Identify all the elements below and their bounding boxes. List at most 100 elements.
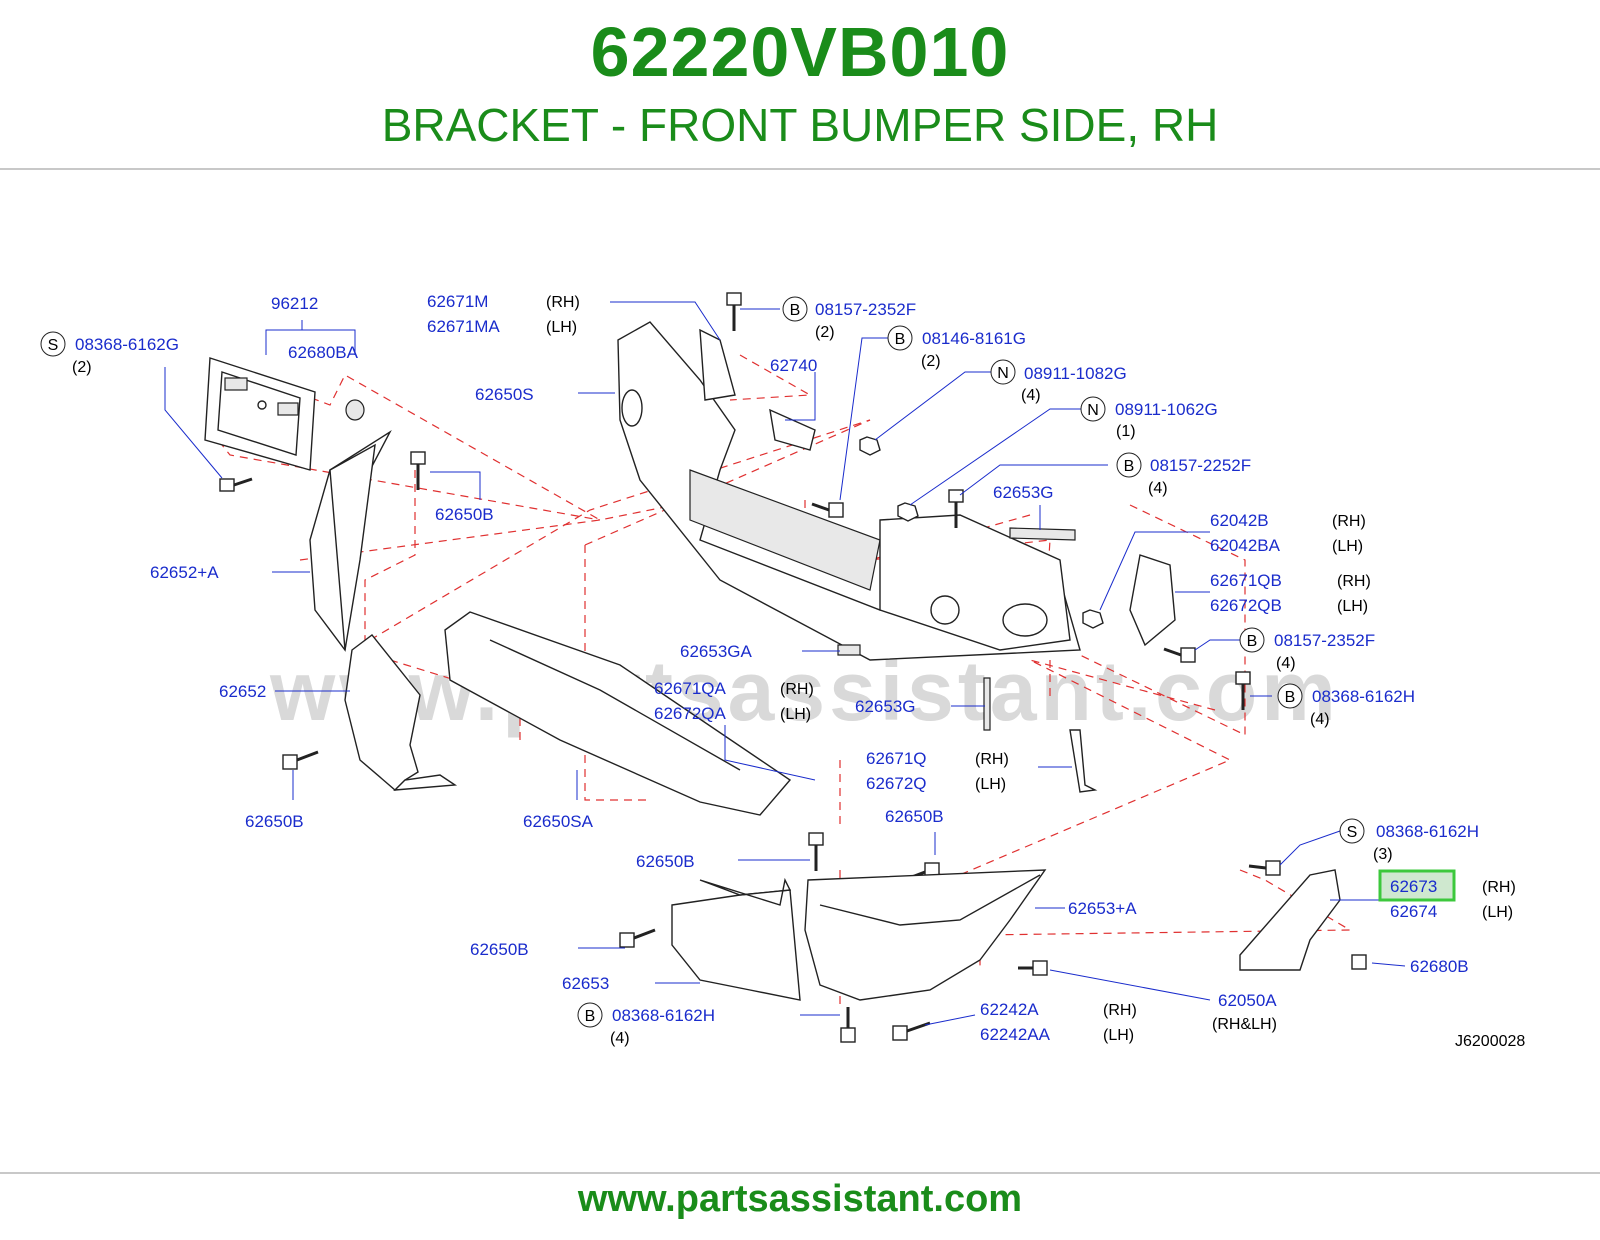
- side-note: (LH): [1332, 538, 1363, 555]
- qty-note: (4): [1148, 480, 1168, 497]
- part-label-62653[interactable]: 62653: [562, 974, 609, 993]
- bumper-armature-part: [617, 321, 1081, 661]
- symbol-n: N: [1087, 402, 1099, 419]
- side-note: (LH): [1482, 904, 1513, 921]
- page-title: 62220VB010: [590, 13, 1010, 91]
- bumper-side-lower-left-part: [344, 634, 458, 791]
- bumper-fascia-side-part: [804, 869, 1047, 1001]
- small-strips: [837, 527, 1098, 793]
- part-label-62042BA[interactable]: 62042BA: [1210, 536, 1281, 555]
- part-label-62650B[interactable]: 62650B: [435, 505, 494, 524]
- part-label-62672QA[interactable]: 62672QA: [654, 704, 726, 723]
- part-label-08146-8161G[interactable]: 08146-8161G: [922, 329, 1026, 348]
- part-label-62650B[interactable]: 62650B: [636, 852, 695, 871]
- bumper-reinforcement-part: [444, 611, 792, 816]
- part-label-08368-6162H[interactable]: 08368-6162H: [1376, 822, 1479, 841]
- part-label-62672Q[interactable]: 62672Q: [866, 774, 927, 793]
- symbol-n: N: [997, 365, 1009, 382]
- part-label-62680B[interactable]: 62680B: [1410, 957, 1469, 976]
- part-label-62671QA[interactable]: 62671QA: [654, 679, 726, 698]
- symbol-b: B: [790, 302, 801, 319]
- part-label-62650S[interactable]: 62650S: [475, 385, 534, 404]
- part-label-62050A[interactable]: 62050A: [1218, 991, 1277, 1010]
- highlight-box-62673: [1378, 869, 1456, 902]
- license-plate-bracket-part: [204, 357, 365, 471]
- qty-note: (4): [610, 1030, 630, 1047]
- part-label-62242A[interactable]: 62242A: [980, 1000, 1039, 1019]
- side-note: (RH): [975, 751, 1009, 768]
- part-label-62652A[interactable]: 62652+A: [150, 563, 219, 582]
- part-label-08157-2352F[interactable]: 08157-2352F: [1274, 631, 1375, 650]
- side-note: (RH): [1103, 1002, 1137, 1019]
- symbol-b: B: [1247, 633, 1258, 650]
- qty-note: (2): [921, 353, 941, 370]
- diagram-code: J6200028: [1455, 1033, 1525, 1050]
- clip-62680B: [1351, 954, 1367, 970]
- part-label-62652[interactable]: 62652: [219, 682, 266, 701]
- bumper-stay-right-part: [1129, 554, 1176, 647]
- part-label-08368-6162G[interactable]: 08368-6162G: [75, 335, 179, 354]
- side-note: (RH): [1482, 879, 1516, 896]
- part-label-62671QB[interactable]: 62671QB: [1210, 571, 1282, 590]
- part-label-62672QB[interactable]: 62672QB: [1210, 596, 1282, 615]
- side-note: (RH): [1337, 573, 1371, 590]
- part-label-62653G[interactable]: 62653G: [855, 697, 916, 716]
- side-note: (LH): [780, 706, 811, 723]
- part-label-62671Q[interactable]: 62671Q: [866, 749, 927, 768]
- part-label-08368-6162H[interactable]: 08368-6162H: [612, 1006, 715, 1025]
- part-label-62680BA[interactable]: 62680BA: [288, 343, 359, 362]
- part-label-62653GA[interactable]: 62653GA: [680, 642, 752, 661]
- qty-note: (4): [1021, 387, 1041, 404]
- nut-62042B: [1082, 609, 1104, 629]
- side-note: (LH): [1103, 1027, 1134, 1044]
- fasteners: [219, 292, 1367, 1043]
- qty-note: (3): [1373, 846, 1393, 863]
- symbol-b: B: [895, 331, 906, 348]
- qty-note: (4): [1276, 655, 1296, 672]
- part-label-62650SA[interactable]: 62650SA: [523, 812, 594, 831]
- bumper-side-lower-rh-part: [671, 877, 801, 1001]
- symbol-s: S: [48, 337, 59, 354]
- part-label-62242AA[interactable]: 62242AA: [980, 1025, 1051, 1044]
- part-label-62650B[interactable]: 62650B: [245, 812, 304, 831]
- leader-lines: [164, 301, 1406, 1026]
- watermark: www.partsassistant.com: [269, 644, 1340, 738]
- part-label-62650B[interactable]: 62650B: [885, 807, 944, 826]
- part-label-62653G[interactable]: 62653G: [993, 483, 1054, 502]
- qty-note: (1): [1116, 423, 1136, 440]
- fastener-type-symbols: S B B N N B B B S B: [40, 296, 1365, 1028]
- part-label-08157-2252F[interactable]: 08157-2252F: [1150, 456, 1251, 475]
- part-label-62650B[interactable]: 62650B: [470, 940, 529, 959]
- bracket-front-bumper-side-rh-part: [1239, 869, 1341, 971]
- qty-note: (2): [815, 324, 835, 341]
- part-label-08911-1062G[interactable]: 08911-1062G: [1115, 400, 1218, 419]
- part-label-62671MA[interactable]: 62671MA: [427, 317, 500, 336]
- side-note: (LH): [1337, 598, 1368, 615]
- qty-note: (2): [72, 359, 92, 376]
- qty-note: (4): [1310, 711, 1330, 728]
- part-label-62674[interactable]: 62674: [1390, 902, 1437, 921]
- side-note: (LH): [546, 319, 577, 336]
- bumper-side-upper-left-part: [309, 430, 392, 652]
- footer-divider: [0, 1172, 1600, 1174]
- part-label-08368-6162H[interactable]: 08368-6162H: [1312, 687, 1415, 706]
- part-label-62740[interactable]: 62740: [770, 356, 817, 375]
- part-label-62673[interactable]: 62673: [1390, 877, 1437, 896]
- grommet-62680BA: [345, 399, 365, 421]
- part-label-08157-2352F[interactable]: 08157-2352F: [815, 300, 916, 319]
- part-label-62671M[interactable]: 62671M: [427, 292, 488, 311]
- footer-url[interactable]: www.partsassistant.com: [577, 1178, 1023, 1220]
- side-note: (LH): [975, 776, 1006, 793]
- part-label-62042B[interactable]: 62042B: [1210, 511, 1269, 530]
- part-description: BRACKET - FRONT BUMPER SIDE, RH: [381, 99, 1219, 151]
- side-note: (RH&LH): [1212, 1016, 1277, 1033]
- part-label-96212[interactable]: 96212: [271, 294, 318, 313]
- part-label-62653A[interactable]: 62653+A: [1068, 899, 1137, 918]
- part-labels: 96212 62680BA 08368-6162G (2) 62671M (RH…: [72, 292, 1525, 1050]
- part-label-08911-1082G[interactable]: 08911-1082G: [1024, 364, 1127, 383]
- symbol-s: S: [1347, 824, 1358, 841]
- side-note: (RH): [546, 294, 580, 311]
- nut-08911-1082G: [859, 436, 881, 456]
- header-divider: [0, 168, 1600, 170]
